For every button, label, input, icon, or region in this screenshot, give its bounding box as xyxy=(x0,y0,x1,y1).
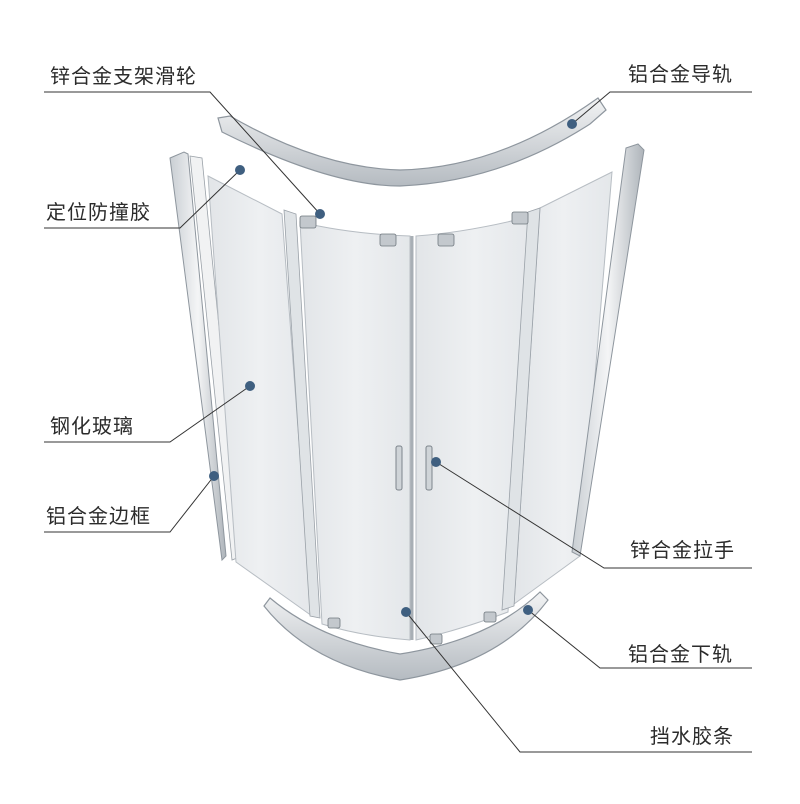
dot-bumper xyxy=(235,165,245,175)
right-door-handle xyxy=(425,445,433,491)
dot-top-rail xyxy=(567,119,577,129)
label-aluminum-top-rail: 铝合金导轨 xyxy=(628,62,733,86)
label-tempered-glass: 钢化玻璃 xyxy=(50,414,134,438)
label-aluminum-bottom-rail: 铝合金下轨 xyxy=(628,642,733,666)
label-aluminum-frame: 铝合金边框 xyxy=(46,504,151,528)
left-door-handle xyxy=(395,445,403,491)
left-wall-frame xyxy=(169,151,227,562)
dot-pulley xyxy=(315,209,325,219)
dot-bottom-rail xyxy=(523,605,533,615)
leader-lines xyxy=(44,91,752,753)
bottom-rail xyxy=(263,591,549,681)
pulley-brackets xyxy=(299,211,529,645)
top-rail xyxy=(217,97,607,187)
callout-dots xyxy=(209,119,577,617)
right-wall-frame xyxy=(571,143,645,557)
dot-glass xyxy=(245,381,255,391)
left-sliding-glass xyxy=(299,221,411,641)
dot-seal xyxy=(401,607,411,617)
dot-handle xyxy=(431,457,441,467)
label-water-seal-strip: 挡水胶条 xyxy=(650,724,734,748)
label-positioning-bumper: 定位防撞胶 xyxy=(46,200,151,224)
dot-frame xyxy=(209,471,219,481)
label-zinc-bracket-pulley: 锌合金支架滑轮 xyxy=(50,64,197,88)
label-zinc-handle: 锌合金拉手 xyxy=(630,538,735,562)
